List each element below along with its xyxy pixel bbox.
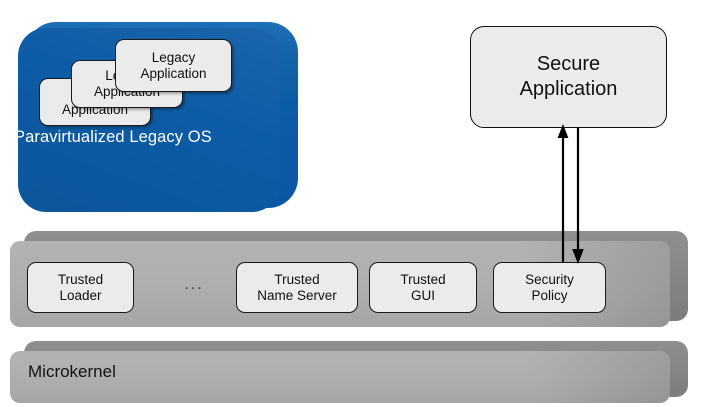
secure-application-box[interactable]: Secure Application — [470, 26, 667, 128]
microkernel-slab — [10, 341, 688, 403]
trusted-name-server-line2: Name Server — [257, 287, 337, 303]
microkernel-label: Microkernel — [28, 362, 116, 381]
legacy-app-line1: Legacy — [151, 49, 196, 65]
trusted-name-server-box[interactable]: Trusted Name Server — [236, 262, 358, 313]
services-ellipsis: ... — [184, 276, 204, 293]
trusted-gui-line1: Trusted — [400, 271, 446, 287]
kernel-slab-front-face — [10, 351, 670, 403]
paravirtualized-legacy-os-label: Paravirtualized Legacy OS — [14, 128, 212, 146]
legacy-application-box-front[interactable]: Legacy Application — [115, 39, 232, 92]
security-policy-box[interactable]: Security Policy — [493, 262, 606, 313]
security-policy-line1: Security — [525, 271, 574, 287]
secure-app-line2: Application — [519, 78, 618, 100]
trusted-gui-box[interactable]: Trusted GUI — [369, 262, 477, 313]
trusted-gui-line2: GUI — [410, 287, 435, 303]
trusted-loader-line2: Loader — [59, 287, 102, 303]
trusted-name-server-line1: Trusted — [274, 271, 320, 287]
secure-app-line1: Secure — [536, 53, 601, 75]
trusted-loader-box[interactable]: Trusted Loader — [27, 262, 134, 313]
trusted-loader-line1: Trusted — [57, 271, 104, 287]
legacy-app-line2: Application — [140, 65, 207, 81]
security-policy-line2: Policy — [531, 287, 568, 303]
